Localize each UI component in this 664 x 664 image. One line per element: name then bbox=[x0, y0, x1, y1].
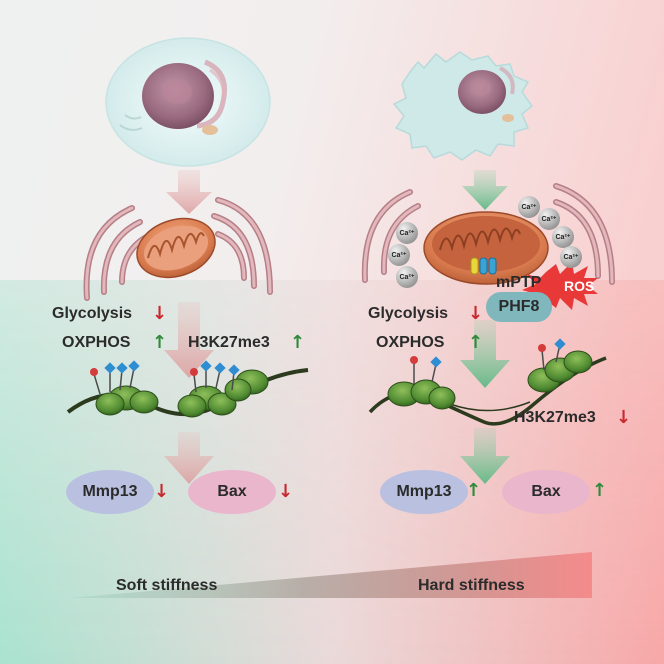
left-arrow-mito-to-chromatin bbox=[164, 302, 214, 378]
left-oxphos-label: OXPHOS bbox=[62, 334, 131, 351]
calcium-ion-icon: Ca²⁺ bbox=[396, 222, 418, 244]
right-er-stack-left bbox=[361, 189, 421, 283]
left-er-stack-right bbox=[211, 197, 273, 295]
right-arrow-mito-to-chromatin bbox=[460, 320, 510, 388]
left-h3k27me3-label: H3K27me3 bbox=[188, 334, 270, 351]
left-h3k27me3-up-arrow-icon: ↑ bbox=[290, 332, 306, 353]
right-arrow-cell-to-mito bbox=[462, 170, 508, 210]
right-phf8-pill: PHF8 bbox=[486, 292, 552, 322]
right-glycolysis-down-arrow-icon: ↓ bbox=[468, 303, 484, 324]
left-bax-pill: Bax bbox=[188, 470, 276, 514]
left-chromatin bbox=[66, 360, 309, 418]
mptp-channel-icon bbox=[470, 257, 497, 275]
left-er-stack-left bbox=[83, 205, 151, 301]
right-cell-icon bbox=[392, 51, 534, 161]
left-arrow-chromatin-to-genes bbox=[164, 432, 214, 484]
right-oxphos-label: OXPHOS bbox=[376, 334, 445, 351]
calcium-ion-icon: Ca²⁺ bbox=[560, 246, 582, 268]
right-bax-pill: Bax bbox=[502, 470, 590, 514]
left-arrow-cell-to-mito bbox=[166, 170, 212, 214]
left-glycolysis-down-arrow-icon: ↓ bbox=[152, 303, 168, 324]
left-mmp13-down-arrow-icon: ↓ bbox=[154, 481, 170, 502]
left-glycolysis-label: Glycolysis bbox=[52, 305, 133, 322]
calcium-ion-icon: Ca²⁺ bbox=[388, 244, 410, 266]
calcium-ion-icon: Ca²⁺ bbox=[552, 226, 574, 248]
soft-stiffness-label: Soft stiffness bbox=[116, 577, 218, 594]
right-glycolysis-label: Glycolysis bbox=[368, 305, 449, 322]
left-mmp13-pill: Mmp13 bbox=[66, 470, 154, 514]
right-ros-label: ROS bbox=[564, 278, 595, 294]
right-h3k27me3-label: H3K27me3 bbox=[514, 409, 596, 426]
right-chromatin bbox=[368, 338, 607, 426]
right-mitochondrion bbox=[423, 211, 549, 285]
right-arrow-chromatin-to-genes bbox=[460, 428, 510, 484]
left-cell-icon bbox=[105, 37, 271, 167]
right-oxphos-up-arrow-icon: ↑ bbox=[468, 332, 484, 353]
right-bax-up-arrow-icon: ↑ bbox=[592, 480, 608, 501]
right-mmp13-pill: Mmp13 bbox=[380, 470, 468, 514]
right-h3k27me3-down-arrow-icon: ↓ bbox=[616, 407, 632, 428]
calcium-ion-icon: Ca²⁺ bbox=[518, 196, 540, 218]
left-bax-down-arrow-icon: ↓ bbox=[278, 481, 294, 502]
hard-stiffness-label: Hard stiffness bbox=[418, 577, 525, 594]
left-mitochondrion bbox=[136, 217, 216, 279]
left-oxphos-up-arrow-icon: ↑ bbox=[152, 332, 168, 353]
calcium-ion-icon: Ca²⁺ bbox=[538, 208, 560, 230]
stiffness-gradient-wedge bbox=[70, 552, 592, 598]
calcium-ion-icon: Ca²⁺ bbox=[396, 266, 418, 288]
right-mmp13-up-arrow-icon: ↑ bbox=[466, 480, 482, 501]
right-mptp-label: mPTP bbox=[496, 274, 542, 291]
right-er-stack-right bbox=[553, 183, 615, 285]
